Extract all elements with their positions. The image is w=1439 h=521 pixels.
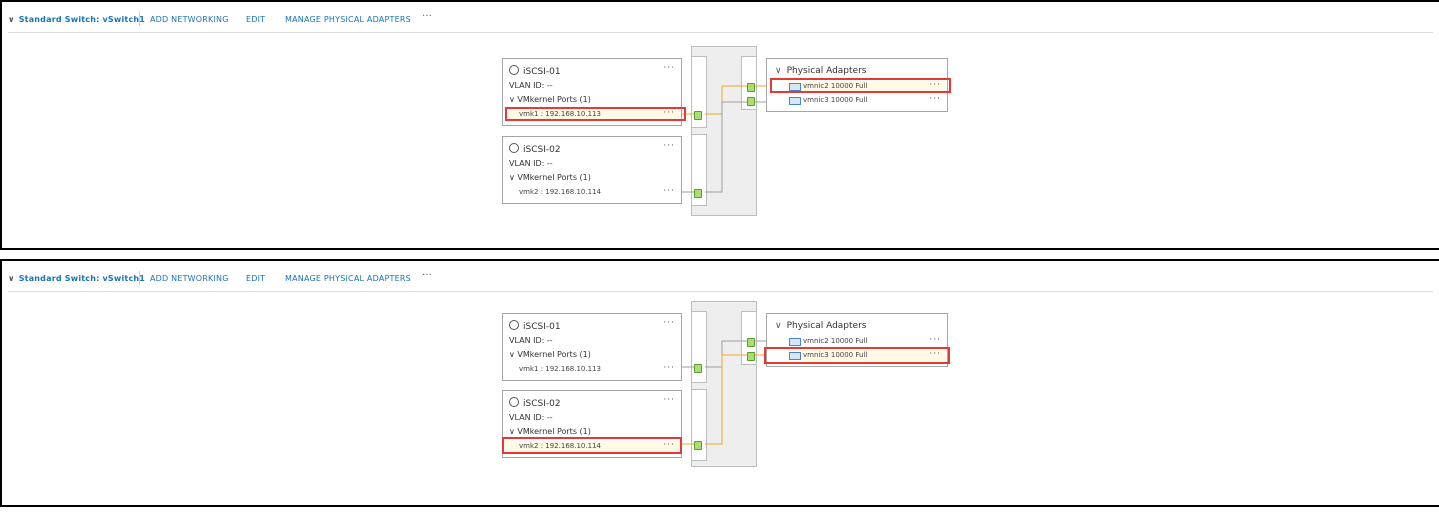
add-networking-button[interactable]: ADD NETWORKING — [150, 15, 229, 24]
globe-icon — [509, 65, 519, 75]
more-horizontal-icon[interactable]: ··· — [663, 186, 675, 196]
port-connector — [694, 364, 702, 373]
more-horizontal-icon[interactable]: ··· — [929, 349, 941, 359]
more-horizontal-icon[interactable]: ··· — [663, 108, 675, 118]
nic-row-vmnic3[interactable]: vmnic3 10000 Full ··· — [787, 349, 945, 361]
vmkernel-port-label: vmk1 : 192.168.10.113 — [519, 110, 601, 118]
selection-highlight — [770, 78, 951, 93]
switch-title-toggle[interactable]: ∨Standard Switch: vSwitch1 — [8, 15, 146, 24]
physical-adapters-box: ∨Physical Adapters vmnic2 10000 Full ···… — [766, 313, 948, 367]
chevron-down-icon: ∨ — [775, 66, 782, 76]
port-connector — [694, 111, 702, 120]
vmkernel-port-row[interactable]: vmk2 : 192.168.10.114 ··· — [505, 186, 679, 198]
vmkernel-port-label: vmk2 : 192.168.10.114 — [519, 442, 601, 450]
vmkernel-port-row[interactable]: vmk2 : 192.168.10.114 ··· — [505, 440, 679, 452]
manage-physical-adapters-button[interactable]: MANAGE PHYSICAL ADAPTERS — [285, 274, 411, 283]
edit-button[interactable]: EDIT — [246, 15, 266, 24]
switch-toolbar: ∨Standard Switch: vSwitch1 ADD NETWORKIN… — [8, 8, 1433, 33]
selection-highlight — [505, 107, 686, 121]
physical-adapters-toggle[interactable]: ∨Physical Adapters — [775, 66, 867, 76]
switch-port-bank-2 — [691, 134, 707, 206]
vlan-id: VLAN ID: -- — [509, 413, 553, 422]
port-group-title: iSCSI-01 — [509, 320, 561, 332]
chevron-down-icon: ∨ — [775, 321, 782, 331]
edit-button[interactable]: EDIT — [246, 274, 266, 283]
more-horizontal-icon[interactable]: ··· — [663, 363, 675, 373]
port-group-iscsi-01[interactable]: iSCSI-01 ··· VLAN ID: -- ∨ VMkernel Port… — [502, 313, 682, 381]
vlan-id: VLAN ID: -- — [509, 81, 553, 90]
wiring — [682, 340, 767, 445]
port-group-iscsi-01[interactable]: iSCSI-01 ··· VLAN ID: -- ∨ VMkernel Port… — [502, 58, 682, 126]
vmkernel-ports-toggle[interactable]: ∨ VMkernel Ports (1) — [509, 350, 591, 359]
switch-port-bank-1 — [691, 56, 707, 128]
switch-toolbar: ∨Standard Switch: vSwitch1 ADD NETWORKIN… — [8, 267, 1433, 292]
nic-icon — [789, 83, 801, 91]
more-horizontal-icon[interactable]: ··· — [663, 440, 675, 450]
add-networking-button[interactable]: ADD NETWORKING — [150, 274, 229, 283]
chevron-down-icon: ∨ — [509, 350, 515, 359]
toolbar-divider — [139, 12, 140, 26]
globe-icon — [509, 397, 519, 407]
vswitch-panel-2: ∨Standard Switch: vSwitch1 ADD NETWORKIN… — [0, 259, 1439, 507]
selection-highlight — [502, 437, 682, 454]
switch-title-toggle[interactable]: ∨Standard Switch: vSwitch1 — [8, 274, 146, 283]
chevron-down-icon: ∨ — [509, 95, 515, 104]
nic-icon — [789, 97, 801, 105]
vswitch-panel-1: ∨Standard Switch: vSwitch1 ADD NETWORKIN… — [0, 0, 1439, 250]
uplink-connector — [747, 83, 755, 92]
physical-adapters-toggle[interactable]: ∨Physical Adapters — [775, 321, 867, 331]
globe-icon — [509, 320, 519, 330]
more-horizontal-icon[interactable]: ··· — [929, 335, 941, 345]
selection-highlight — [764, 347, 950, 364]
port-group-iscsi-02[interactable]: iSCSI-02 ··· VLAN ID: -- ∨ VMkernel Port… — [502, 136, 682, 204]
nic-icon — [789, 352, 801, 360]
chevron-down-icon: ∨ — [8, 15, 15, 24]
nic-row-vmnic2[interactable]: vmnic2 10000 Full ··· — [787, 80, 945, 92]
manage-physical-adapters-button[interactable]: MANAGE PHYSICAL ADAPTERS — [285, 15, 411, 24]
chevron-down-icon: ∨ — [509, 173, 515, 182]
vmkernel-port-label: vmk2 : 192.168.10.114 — [519, 188, 601, 196]
toolbar-divider — [139, 271, 140, 285]
port-group-title: iSCSI-01 — [509, 65, 561, 77]
port-connector — [694, 441, 702, 450]
more-horizontal-icon[interactable]: ··· — [929, 94, 941, 104]
port-group-title: iSCSI-02 — [509, 397, 561, 409]
more-horizontal-icon[interactable]: ··· — [422, 270, 433, 281]
vlan-id: VLAN ID: -- — [509, 336, 553, 345]
vmkernel-port-row[interactable]: vmk1 : 192.168.10.113 ··· — [505, 363, 679, 375]
globe-icon — [509, 143, 519, 153]
vmkernel-ports-toggle[interactable]: ∨ VMkernel Ports (1) — [509, 95, 591, 104]
more-horizontal-icon[interactable]: ··· — [929, 80, 941, 90]
more-horizontal-icon[interactable]: ··· — [422, 11, 433, 22]
vlan-id: VLAN ID: -- — [509, 159, 553, 168]
vmkernel-ports-toggle[interactable]: ∨ VMkernel Ports (1) — [509, 173, 591, 182]
port-group-iscsi-02[interactable]: iSCSI-02 ··· VLAN ID: -- ∨ VMkernel Port… — [502, 390, 682, 458]
chevron-down-icon: ∨ — [509, 427, 515, 436]
wiring — [682, 85, 767, 193]
more-horizontal-icon[interactable]: ··· — [663, 141, 675, 151]
vmkernel-ports-toggle[interactable]: ∨ VMkernel Ports (1) — [509, 427, 591, 436]
more-horizontal-icon[interactable]: ··· — [663, 395, 675, 405]
vmkernel-port-row[interactable]: vmk1 : 192.168.10.113 ··· — [505, 108, 679, 120]
more-horizontal-icon[interactable]: ··· — [663, 318, 675, 328]
port-group-title: iSCSI-02 — [509, 143, 561, 155]
nic-row-vmnic3[interactable]: vmnic3 10000 Full ··· — [787, 94, 945, 106]
nic-icon — [789, 338, 801, 346]
more-horizontal-icon[interactable]: ··· — [663, 63, 675, 73]
vmkernel-port-label: vmk1 : 192.168.10.113 — [519, 365, 601, 373]
chevron-down-icon: ∨ — [8, 274, 15, 283]
nic-row-vmnic2[interactable]: vmnic2 10000 Full ··· — [787, 335, 945, 347]
physical-adapters-box: ∨Physical Adapters vmnic2 10000 Full ···… — [766, 58, 948, 112]
uplink-connector — [747, 338, 755, 347]
uplink-connector — [747, 97, 755, 106]
uplink-connector — [747, 352, 755, 361]
port-connector — [694, 189, 702, 198]
